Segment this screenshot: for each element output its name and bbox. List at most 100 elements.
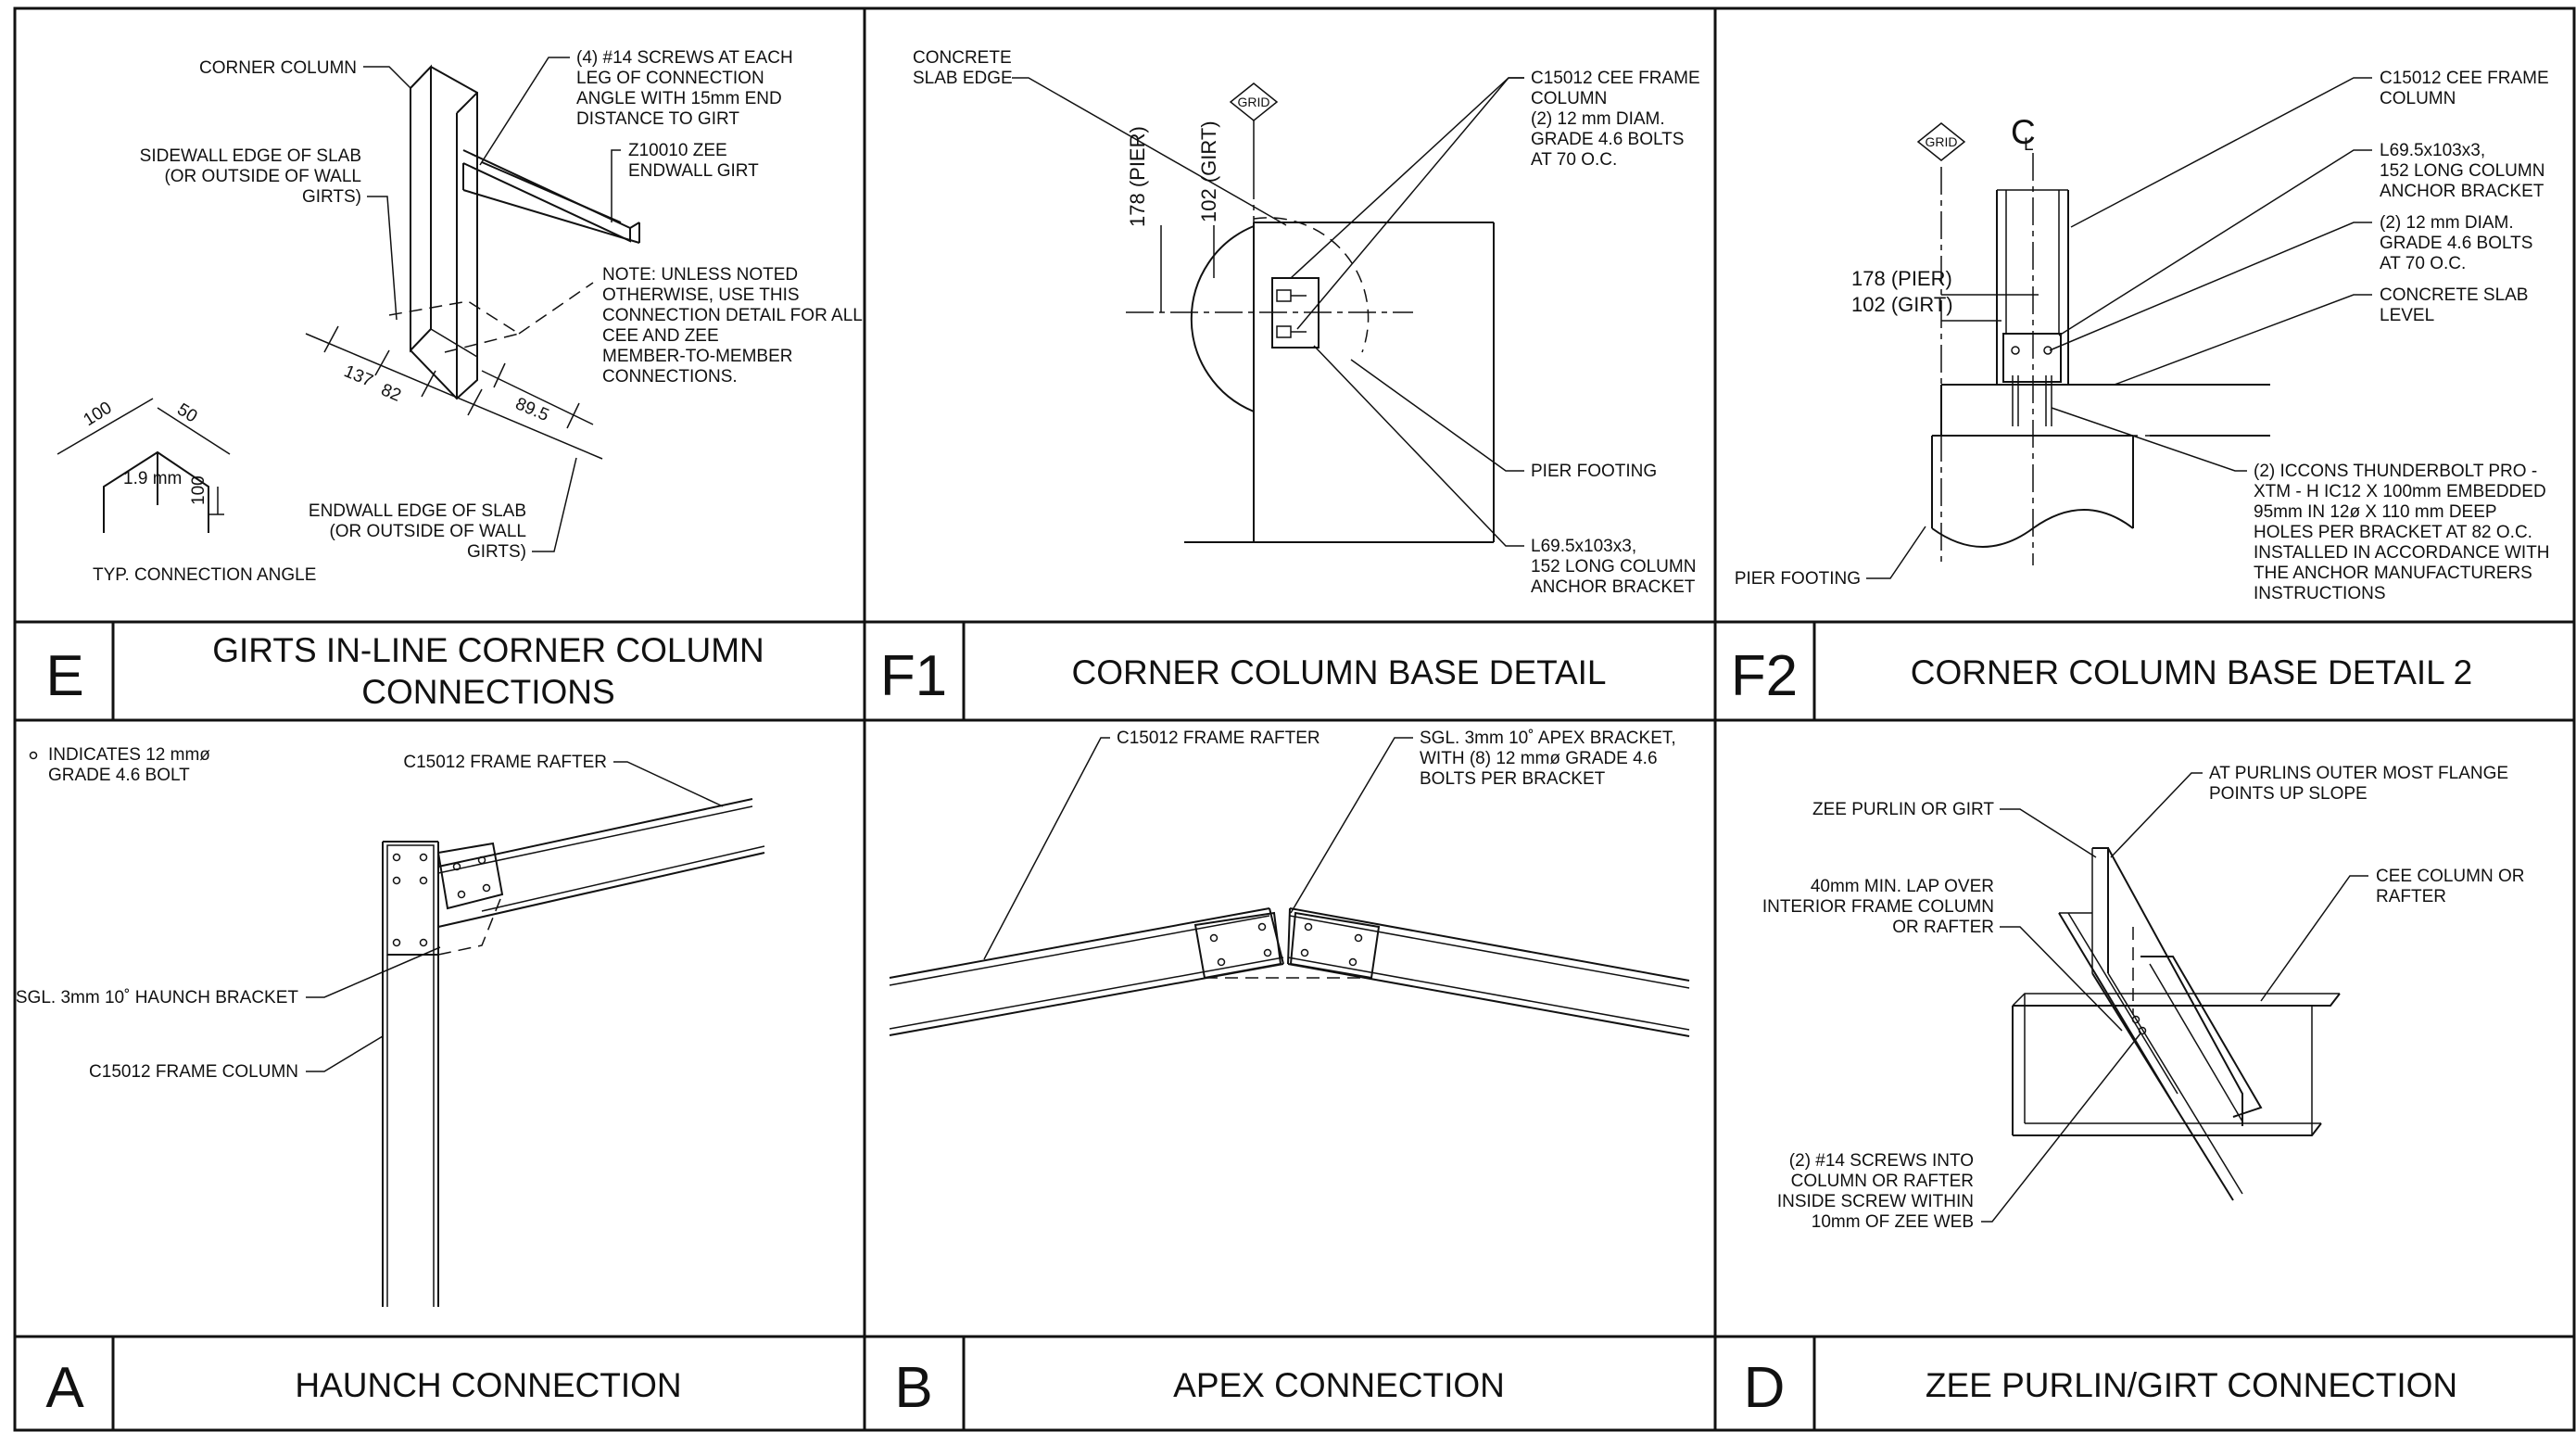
detail-e-screws-line4: DISTANCE TO GIRT <box>576 109 739 129</box>
detail-d-zee-label: ZEE PURLIN OR GIRT <box>1812 800 1994 819</box>
detail-f1-column-line5: AT 70 O.C. <box>1531 150 1617 170</box>
title-block-f2: F2 CORNER COLUMN BASE DETAIL 2 <box>1731 644 2472 708</box>
detail-b-bracket-line3: BOLTS PER BRACKET <box>1420 769 1606 789</box>
detail-f1-bracket-line2: 152 LONG COLUMN <box>1531 557 1696 577</box>
detail-a-column-label: C15012 FRAME COLUMN <box>89 1062 298 1082</box>
detail-d-lap-line2: INTERIOR FRAME COLUMN <box>1762 897 1994 917</box>
detail-f1-column-line2: COLUMN <box>1531 89 1607 108</box>
detail-f1-pier-label: PIER FOOTING <box>1531 462 1657 481</box>
detail-f2-bracket-line1b: 152 LONG COLUMN <box>2380 161 2544 181</box>
detail-f2-column-line1: C15012 CEE FRAME <box>2380 69 2549 88</box>
detail-e-sidewall-line1: SIDEWALL EDGE OF SLAB <box>140 146 361 166</box>
detail-f2-centerline-sub: L <box>2024 135 2034 155</box>
detail-f2-anchors-line4: HOLES PER BRACKET AT 82 O.C. <box>2254 523 2532 542</box>
detail-f1-column-line3: (2) 12 mm DIAM. <box>1531 109 1665 129</box>
detail-e-dim-137: 137 <box>341 361 375 391</box>
title-block-a: A HAUNCH CONNECTION <box>45 1356 681 1420</box>
detail-d-drawing: AT PURLINS OUTER MOST FLANGE POINTS UP S… <box>1762 764 2525 1232</box>
detail-f2-slab-line2: LEVEL <box>2380 306 2434 325</box>
detail-e-angle-dim-3: 100 <box>189 475 208 505</box>
detail-d-screws-line2: COLUMN OR RAFTER <box>1791 1172 1974 1191</box>
detail-f1-column-line4: GRADE 4.6 BOLTS <box>1531 130 1684 149</box>
detail-e-girt-line2: ENDWALL GIRT <box>628 161 759 181</box>
detail-d-lap-line3: OR RAFTER <box>1892 918 1994 937</box>
detail-e-angle-dim-2: 50 <box>173 399 200 426</box>
detail-e-endwall-line2: (OR OUTSIDE OF WALL <box>329 522 526 541</box>
detail-title-d: ZEE PURLIN/GIRT CONNECTION <box>1926 1366 2457 1404</box>
detail-f1-grid-label: GRID <box>1238 95 1270 109</box>
detail-e-screws-line2: LEG OF CONNECTION <box>576 69 764 88</box>
detail-a-drawing: INDICATES 12 mmø GRADE 4.6 BOLT C15012 F… <box>16 745 765 1307</box>
detail-f2-grid-label: GRID <box>1926 134 1958 149</box>
detail-d-screws-line4: 10mm OF ZEE WEB <box>1812 1212 1974 1232</box>
detail-f2-anchors-line2: XTM - H IC12 X 100mm EMBEDDED <box>2254 482 2546 501</box>
detail-f2-anchors-line1: (2) ICCONS THUNDERBOLT PRO - <box>2254 462 2537 481</box>
detail-d-cee-line1: CEE COLUMN OR <box>2376 867 2524 886</box>
detail-f1-bracket-line1: L69.5x103x3, <box>1531 537 1636 556</box>
detail-e-girt-line1: Z10010 ZEE <box>628 141 727 160</box>
detail-f2-anchors-line3: 95mm IN 12ø X 110 mm DEEP <box>2254 502 2497 522</box>
detail-a-bracket-label: SGL. 3mm 10˚ HAUNCH BRACKET <box>16 988 299 1007</box>
detail-e-note-line1: NOTE: UNLESS NOTED <box>602 265 798 285</box>
detail-title-b: APEX CONNECTION <box>1173 1366 1505 1404</box>
detail-f2-dim-girt: 102 (GIRT) <box>1851 293 1953 316</box>
detail-e-corner-column-label: CORNER COLUMN <box>199 58 357 78</box>
detail-f1-dim-pier: 178 (PIER) <box>1126 126 1149 227</box>
detail-tag-f2: F2 <box>1731 644 1798 708</box>
detail-e-note-line5: MEMBER-TO-MEMBER <box>602 347 792 366</box>
detail-f2-column-line2: COLUMN <box>2380 89 2456 108</box>
detail-title-e-line2: CONNECTIONS <box>361 673 614 711</box>
detail-e-note-line3: CONNECTION DETAIL FOR ALL <box>602 306 863 325</box>
detail-tag-e: E <box>45 644 83 708</box>
detail-e-note-line2: OTHERWISE, USE THIS <box>602 285 800 305</box>
detail-title-e-line1: GIRTS IN-LINE CORNER COLUMN <box>212 631 764 669</box>
detail-b-bracket-line2: WITH (8) 12 mmø GRADE 4.6 <box>1420 749 1658 768</box>
detail-e-note-line6: CONNECTIONS. <box>602 367 738 387</box>
detail-a-legend-line1: INDICATES 12 mmø <box>48 745 210 765</box>
detail-f2-pier-label: PIER FOOTING <box>1735 569 1861 589</box>
detail-tag-d: D <box>1744 1356 1786 1420</box>
title-block-e: E GIRTS IN-LINE CORNER COLUMN CONNECTION… <box>45 631 764 711</box>
detail-e-drawing: 137 82 89.5 CORNER COLUMN (4) #14 SCREWS… <box>57 48 863 585</box>
bolt-symbol-icon <box>29 751 38 760</box>
detail-a-legend-line2: GRADE 4.6 BOLT <box>48 766 190 785</box>
detail-title-f2: CORNER COLUMN BASE DETAIL 2 <box>1911 653 2473 691</box>
detail-f2-bolts-line3: AT 70 O.C. <box>2380 254 2466 273</box>
detail-f2-anchors-line7: INSTRUCTIONS <box>2254 584 2386 603</box>
detail-d-screws-line1: (2) #14 SCREWS INTO <box>1789 1151 1974 1171</box>
detail-title-a: HAUNCH CONNECTION <box>295 1366 681 1404</box>
detail-f2-bolts-line1: (2) 12 mm DIAM. <box>2380 213 2514 233</box>
detail-e-angle-dim-1: 100 <box>81 399 116 431</box>
detail-b-drawing: C15012 FRAME RAFTER SGL. 3mm 10˚ APEX BR… <box>889 729 1690 1037</box>
detail-f2-bolts-line2: GRADE 4.6 BOLTS <box>2380 234 2532 253</box>
detail-tag-a: A <box>45 1356 84 1420</box>
detail-d-screws-line3: INSIDE SCREW WITHIN <box>1777 1192 1974 1211</box>
detail-f1-bracket-line3: ANCHOR BRACKET <box>1531 577 1696 597</box>
detail-f2-bracket-line1: L69.5x103x3, <box>2380 141 2485 160</box>
detail-e-angle-thickness: 1.9 mm <box>123 469 182 488</box>
detail-e-screws-line1: (4) #14 SCREWS AT EACH <box>576 48 793 68</box>
detail-title-f1: CORNER COLUMN BASE DETAIL <box>1071 653 1606 691</box>
detail-tag-b: B <box>894 1356 932 1420</box>
detail-b-bracket-line1: SGL. 3mm 10˚ APEX BRACKET, <box>1420 729 1676 748</box>
detail-tag-f1: F1 <box>880 644 947 708</box>
detail-e-sidewall-line2: (OR OUTSIDE OF WALL <box>164 167 361 186</box>
detail-e-sidewall-line3: GIRTS) <box>302 187 361 207</box>
detail-f2-centerline: C <box>2011 113 2036 151</box>
detail-d-lap-line1: 40mm MIN. LAP OVER <box>1811 877 1994 896</box>
detail-d-cee-line2: RAFTER <box>2376 887 2446 906</box>
detail-b-rafter-label: C15012 FRAME RAFTER <box>1117 729 1320 748</box>
detail-e-dim-82: 82 <box>378 380 404 406</box>
detail-d-flange-line2: POINTS UP SLOPE <box>2209 784 2368 804</box>
detail-f2-anchors-line6: THE ANCHOR MANUFACTURERS <box>2254 564 2532 583</box>
detail-a-rafter-label: C15012 FRAME RAFTER <box>403 753 607 772</box>
detail-f1-column-line1: C15012 CEE FRAME <box>1531 69 1700 88</box>
detail-e-screws-line3: ANGLE WITH 15mm END <box>576 89 782 108</box>
detail-e-angle-label: TYP. CONNECTION ANGLE <box>93 565 316 585</box>
title-block-f1: F1 CORNER COLUMN BASE DETAIL <box>880 644 1607 708</box>
detail-e-dim-89-5: 89.5 <box>512 394 551 425</box>
detail-f1-dim-girt: 102 (GIRT) <box>1197 120 1220 222</box>
detail-f2-dim-pier: 178 (PIER) <box>1851 267 1952 290</box>
detail-e-endwall-line1: ENDWALL EDGE OF SLAB <box>309 501 526 521</box>
